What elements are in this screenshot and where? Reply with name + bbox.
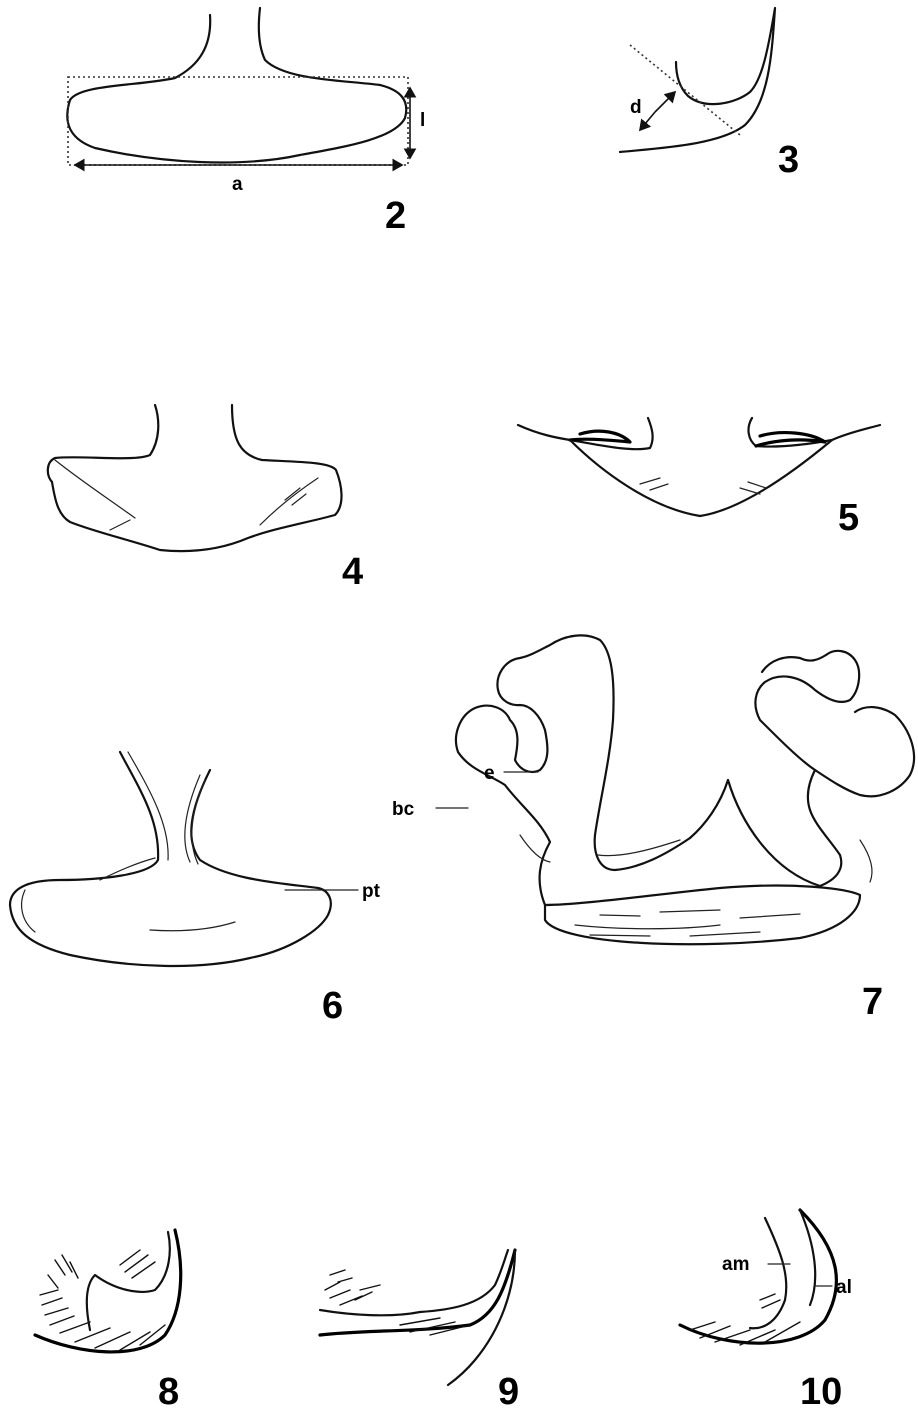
figure-2: a l 2 xyxy=(67,8,425,237)
figure-number-8: 8 xyxy=(158,1371,179,1413)
figure-8: 8 xyxy=(35,1230,181,1413)
figure-number-10: 10 xyxy=(800,1371,842,1413)
length-label-l: l xyxy=(420,110,425,131)
label-al: al xyxy=(836,1277,852,1298)
label-pt: pt xyxy=(362,881,381,902)
figure-number-9: 9 xyxy=(498,1371,519,1413)
width-label-a: a xyxy=(232,174,243,195)
figure-5: 5 xyxy=(518,418,880,539)
depth-label-d: d xyxy=(630,97,642,118)
label-bc: bc xyxy=(392,799,415,820)
figure-4: 4 xyxy=(48,405,363,593)
figure-10: am al 10 xyxy=(680,1210,852,1413)
figure-number-2: 2 xyxy=(385,195,406,237)
figure-number-5: 5 xyxy=(838,497,859,539)
figure-6: pt 6 xyxy=(10,752,381,1027)
figure-9: 9 xyxy=(320,1250,519,1413)
figure-number-6: 6 xyxy=(322,985,343,1027)
figure-3: d 3 xyxy=(620,8,799,181)
figure-number-7: 7 xyxy=(862,981,883,1023)
label-am: am xyxy=(722,1254,749,1275)
figure-7: e bc 7 xyxy=(392,635,914,1023)
label-e: e xyxy=(484,763,495,784)
figure-number-3: 3 xyxy=(778,139,799,181)
figure-number-4: 4 xyxy=(342,551,363,593)
